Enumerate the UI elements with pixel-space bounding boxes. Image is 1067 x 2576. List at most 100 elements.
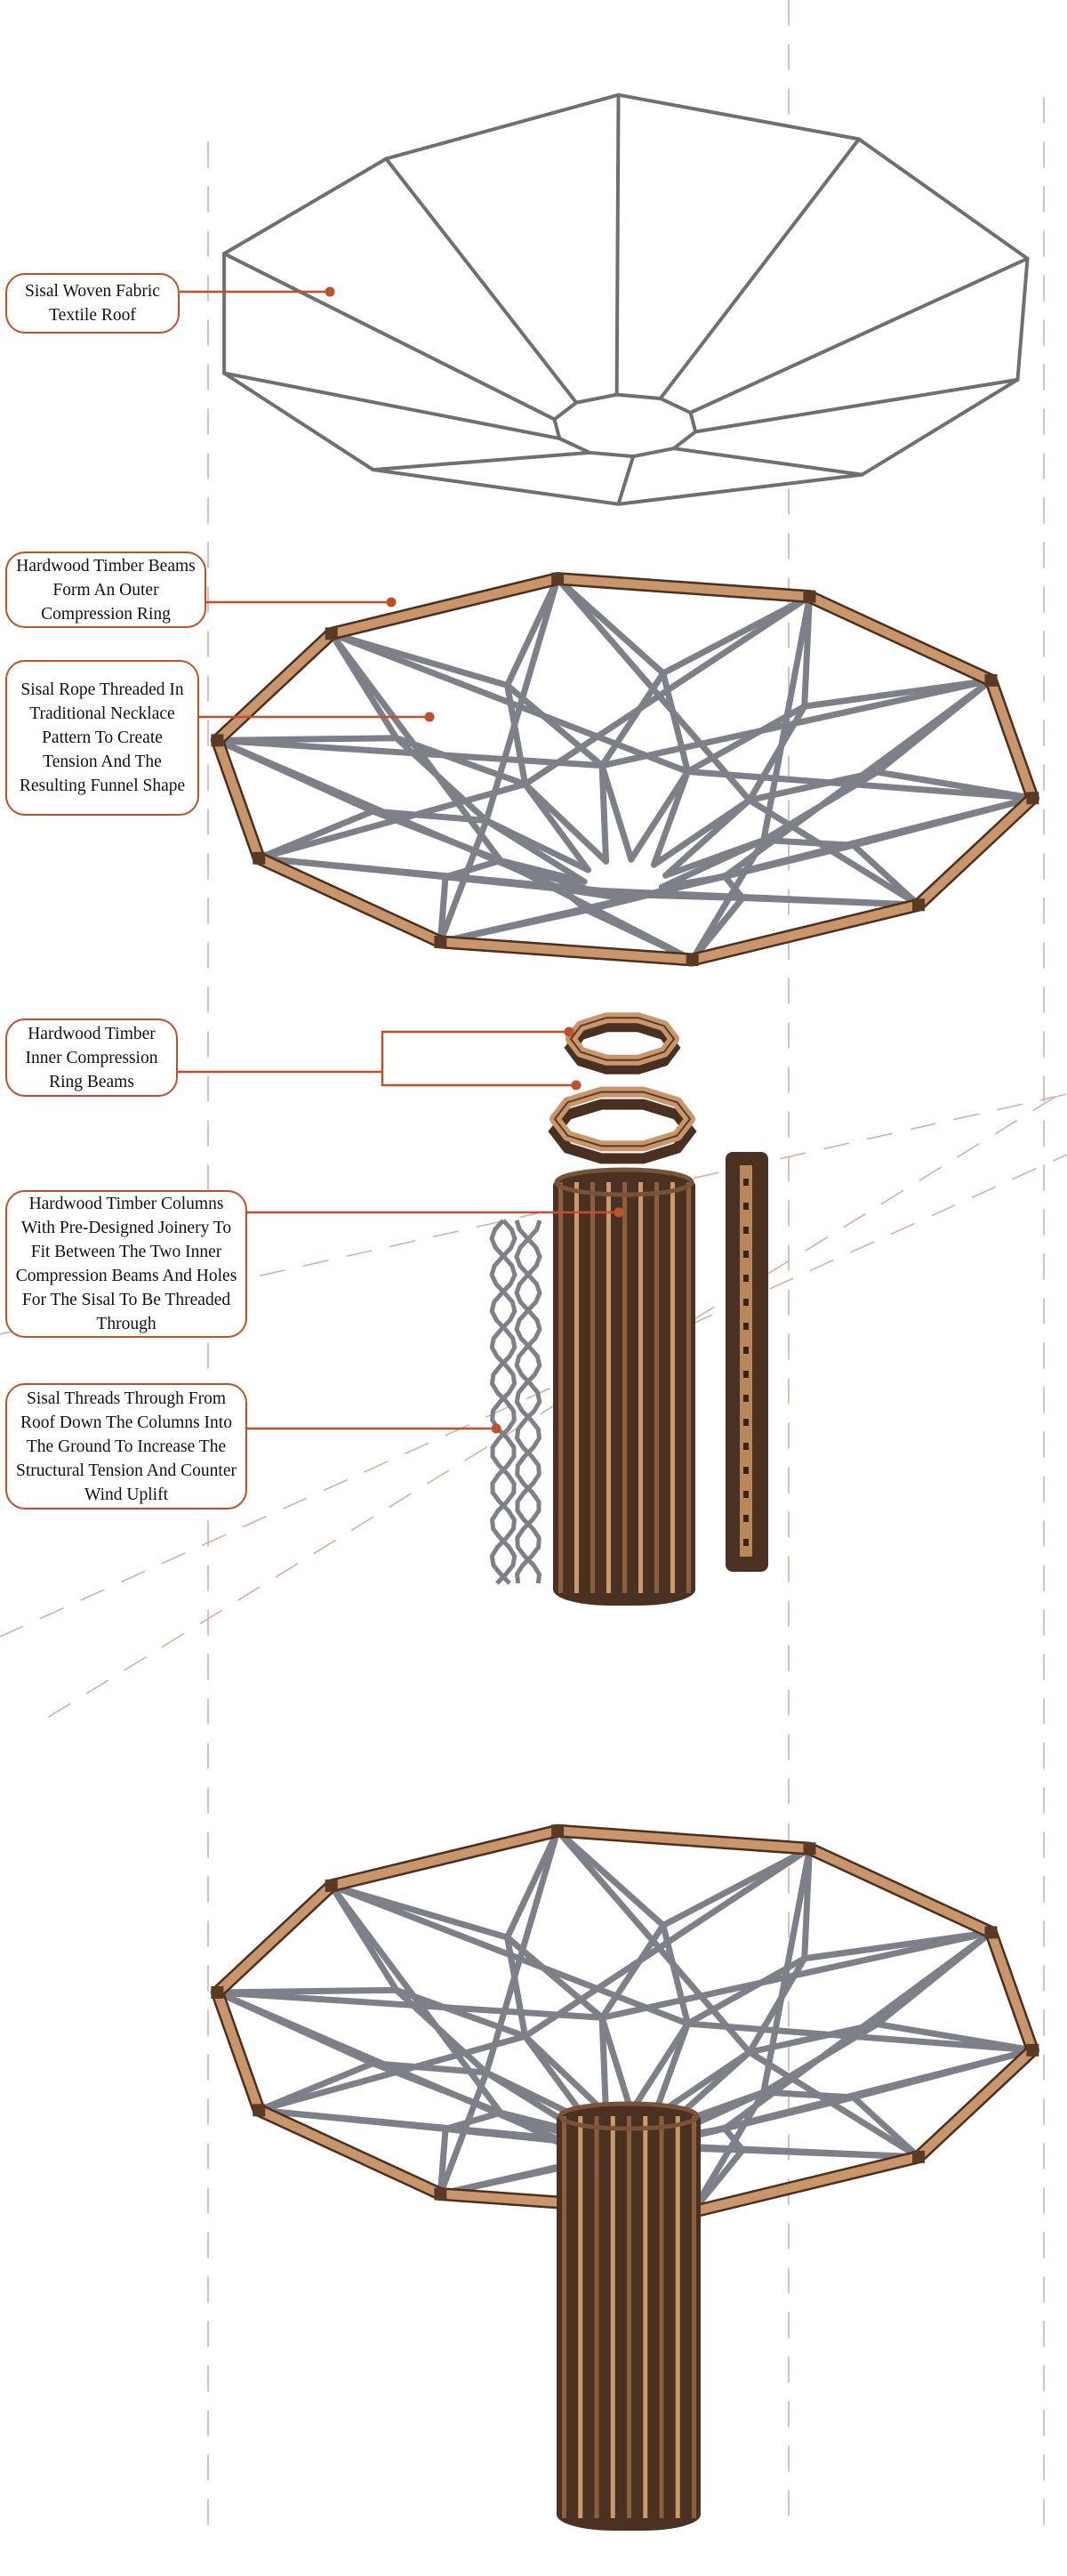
sisal-rope: [598, 2014, 635, 2115]
roof-seam: [371, 450, 592, 472]
leader-dot: [491, 1423, 501, 1434]
sisal-rope: [369, 808, 490, 824]
ring-joint: [253, 2104, 266, 2117]
ring-joint: [912, 898, 926, 912]
sisal-rope: [328, 630, 504, 864]
lower-inner-ring-edge: [553, 1091, 692, 1147]
sisal-rope: [213, 737, 376, 815]
ring-joint: [325, 1879, 338, 1892]
single-column-face: [740, 1165, 752, 1557]
sisal-rope: [328, 1882, 691, 2027]
sisal-rope: [598, 762, 635, 863]
ring-joint: [551, 572, 565, 585]
roof-seam: [671, 447, 864, 477]
ring-joint: [1026, 792, 1039, 805]
column-stave: [606, 1182, 611, 1593]
sisal-rope: [483, 817, 588, 885]
sisal-rope: [650, 797, 753, 868]
sisal-rope: [255, 781, 529, 862]
column-stave: [686, 1182, 691, 1593]
column-stave: [692, 2116, 696, 2518]
column-stave: [610, 2116, 615, 2518]
threading-hole: [743, 1299, 749, 1306]
leader-dot: [571, 1080, 582, 1091]
ring-joint: [434, 935, 447, 948]
threading-hole: [743, 1443, 749, 1450]
sisal-rope: [369, 2060, 490, 2076]
ring-joint: [434, 2187, 447, 2201]
sisal-rope: [554, 1827, 753, 2056]
roof-seam: [384, 157, 579, 405]
assembled-structure: [210, 1823, 1039, 2531]
threading-hole: [743, 1347, 749, 1354]
sisal-rope: [628, 2020, 691, 2115]
diagonal-guide: [0, 1154, 1067, 1638]
threading-hole: [743, 1419, 749, 1426]
column-stave: [558, 1182, 563, 1593]
upper-inner-ring-base: [564, 1021, 681, 1075]
sisal-rope: [213, 737, 606, 769]
sisal-rope: [522, 2033, 610, 2117]
sisal-rope: [522, 1845, 813, 2040]
label-textile-roof: Sisal Woven Fabric Textile Roof: [5, 273, 180, 334]
column-stave: [578, 2116, 583, 2518]
column-stave: [638, 1182, 643, 1593]
ring-joint: [803, 590, 816, 603]
label-sisal-rope: Sisal Rope Threaded In Traditional Neckl…: [5, 660, 199, 816]
column-stave: [594, 2116, 599, 2518]
exploded-funnel-frame: [210, 572, 1039, 967]
ring-joint: [984, 673, 998, 687]
roof-seam: [616, 455, 636, 506]
column-stave: [659, 2116, 664, 2518]
leader-lines: [178, 286, 624, 1434]
sisal-rope: [689, 837, 767, 963]
roof-seam: [688, 256, 1030, 415]
sisal-rope: [721, 677, 995, 880]
sisal-rope: [684, 768, 1036, 801]
column-stave: [562, 2116, 566, 2518]
column-stave: [643, 2116, 648, 2518]
timber-columns: [553, 1152, 768, 1606]
sisal-rope: [328, 1882, 504, 2116]
threading-hole: [743, 1515, 749, 1522]
sisal-rope: [598, 677, 995, 769]
threading-hole: [743, 1323, 749, 1330]
threading-hole: [743, 1491, 749, 1498]
sisal-rope: [522, 781, 610, 865]
threading-hole: [743, 1275, 749, 1282]
column-stave: [670, 1182, 675, 1593]
sisal-rope: [598, 1928, 995, 2021]
column-stave: [627, 2116, 631, 2518]
threading-hole: [743, 1251, 749, 1258]
ring-joint: [325, 627, 338, 640]
ring-joint: [984, 1926, 998, 1939]
sisal-rope: [522, 593, 813, 788]
roof-seam: [694, 377, 1020, 434]
sisal-rope: [483, 1827, 561, 2076]
sisal-thread: [489, 1219, 517, 1585]
ring-joint: [1026, 2043, 1039, 2057]
ring-joint: [551, 1824, 565, 1838]
sisal-rope: [554, 576, 753, 804]
sisal-rope: [760, 1845, 813, 2096]
leader-dot: [424, 712, 435, 722]
leader-dot: [564, 1026, 574, 1037]
label-outer-compression-ring: Hardwood Timber Beams Form An Outer Comp…: [5, 551, 206, 628]
column-stave: [574, 1182, 579, 1593]
column-stave: [675, 2116, 680, 2518]
roof-seam: [658, 137, 861, 400]
label-inner-compression-rings: Hardwood Timber Inner Compression Ring B…: [5, 1018, 178, 1097]
leader-line: [381, 1030, 576, 1087]
sisal-rope: [328, 630, 691, 775]
sisal-rope: [721, 1928, 995, 2132]
sisal-rope: [598, 2014, 610, 2117]
sisal-rope: [760, 593, 813, 844]
threading-hole: [743, 1395, 749, 1402]
sisal-thread: [489, 1219, 517, 1585]
label-sisal-threads: Sisal Threads Through From Roof Down The…: [5, 1383, 247, 1509]
lower-inner-ring-base: [548, 1099, 697, 1164]
sisal-rope: [650, 768, 691, 868]
roof-seam: [222, 252, 557, 422]
ring-joint: [253, 851, 266, 865]
threading-hole: [743, 1371, 749, 1378]
